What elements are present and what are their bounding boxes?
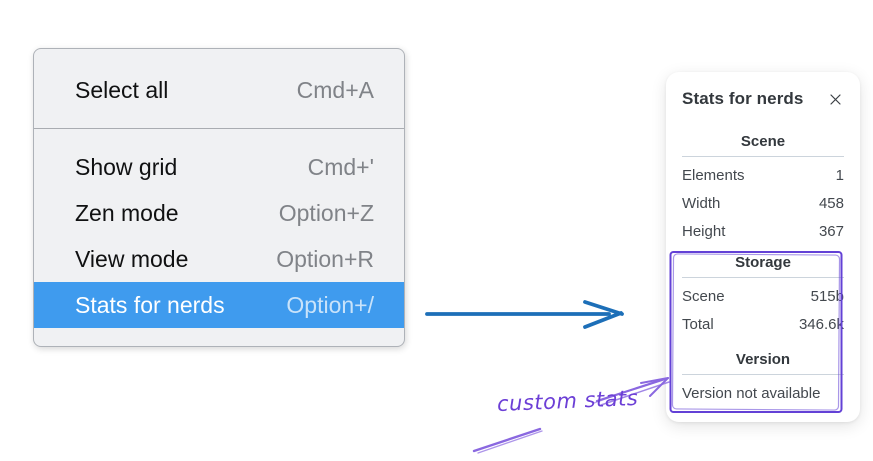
stats-panel-header: Stats for nerds — [682, 88, 844, 110]
stat-value: 515b — [810, 287, 844, 305]
stat-label: Elements — [682, 166, 745, 184]
menu-item-stats-for-nerds[interactable]: Stats for nerds Option+/ — [34, 282, 404, 328]
menu-item-show-grid[interactable]: Show grid Cmd+' — [34, 144, 404, 190]
menu-item-zen-mode[interactable]: Zen mode Option+Z — [34, 190, 404, 236]
menu-item-label: View mode — [75, 245, 189, 272]
version-message: Version not available — [682, 384, 821, 402]
stat-value: 458 — [818, 194, 844, 212]
menu-item-view-mode[interactable]: View mode Option+R — [34, 236, 404, 282]
stats-section-scene: Scene Elements 1 Width 458 Height 367 — [682, 132, 844, 245]
annotation-label: custom stats — [496, 385, 639, 417]
stat-row-elements: Elements 1 — [682, 161, 844, 189]
menu-item-select-all[interactable]: Select all Cmd+A — [34, 67, 404, 113]
menu-item-shortcut: Cmd+A — [296, 76, 374, 103]
menu-item-label: Select all — [75, 76, 169, 103]
stats-section-storage: Storage Scene 515b Total 346.6k — [682, 253, 844, 338]
menu-divider — [34, 128, 404, 129]
section-rule — [682, 374, 844, 375]
menu-item-label: Zen mode — [75, 199, 179, 226]
section-rule — [682, 277, 844, 278]
stat-row-scene-storage: Scene 515b — [682, 282, 844, 310]
stats-panel: Stats for nerds Scene Elements 1 Width 4… — [666, 72, 860, 422]
context-menu: Select all Cmd+A Show grid Cmd+' Zen mod… — [33, 48, 405, 347]
menu-item-shortcut: Cmd+' — [307, 153, 374, 180]
menu-item-label: Stats for nerds — [75, 291, 225, 318]
menu-item-label: Show grid — [75, 153, 178, 180]
menu-item-shortcut: Option+R — [276, 245, 374, 272]
menu-item-shortcut: Option+Z — [278, 199, 374, 226]
x-icon — [829, 93, 841, 105]
stat-label: Total — [682, 315, 714, 333]
stat-value: 346.6k — [798, 315, 844, 333]
stat-row-height: Height 367 — [682, 217, 844, 245]
stat-value: 367 — [818, 222, 844, 240]
stat-row-width: Width 458 — [682, 189, 844, 217]
stat-row-total-storage: Total 346.6k — [682, 310, 844, 338]
section-header: Scene — [740, 133, 786, 150]
section-header: Version — [735, 351, 791, 368]
close-icon[interactable] — [826, 90, 844, 108]
stat-value: 1 — [835, 166, 844, 184]
section-header: Storage — [735, 254, 791, 271]
stat-label: Scene — [682, 287, 725, 305]
stats-panel-title: Stats for nerds — [682, 89, 804, 108]
menu-item-shortcut: Option+/ — [286, 291, 374, 318]
section-rule — [682, 156, 844, 157]
stats-section-version: Version Version not available — [682, 350, 844, 407]
stat-label: Width — [682, 194, 721, 212]
flow-arrow — [425, 300, 624, 329]
stat-label: Height — [682, 222, 726, 240]
annotation-arrow-tail — [472, 427, 543, 454]
